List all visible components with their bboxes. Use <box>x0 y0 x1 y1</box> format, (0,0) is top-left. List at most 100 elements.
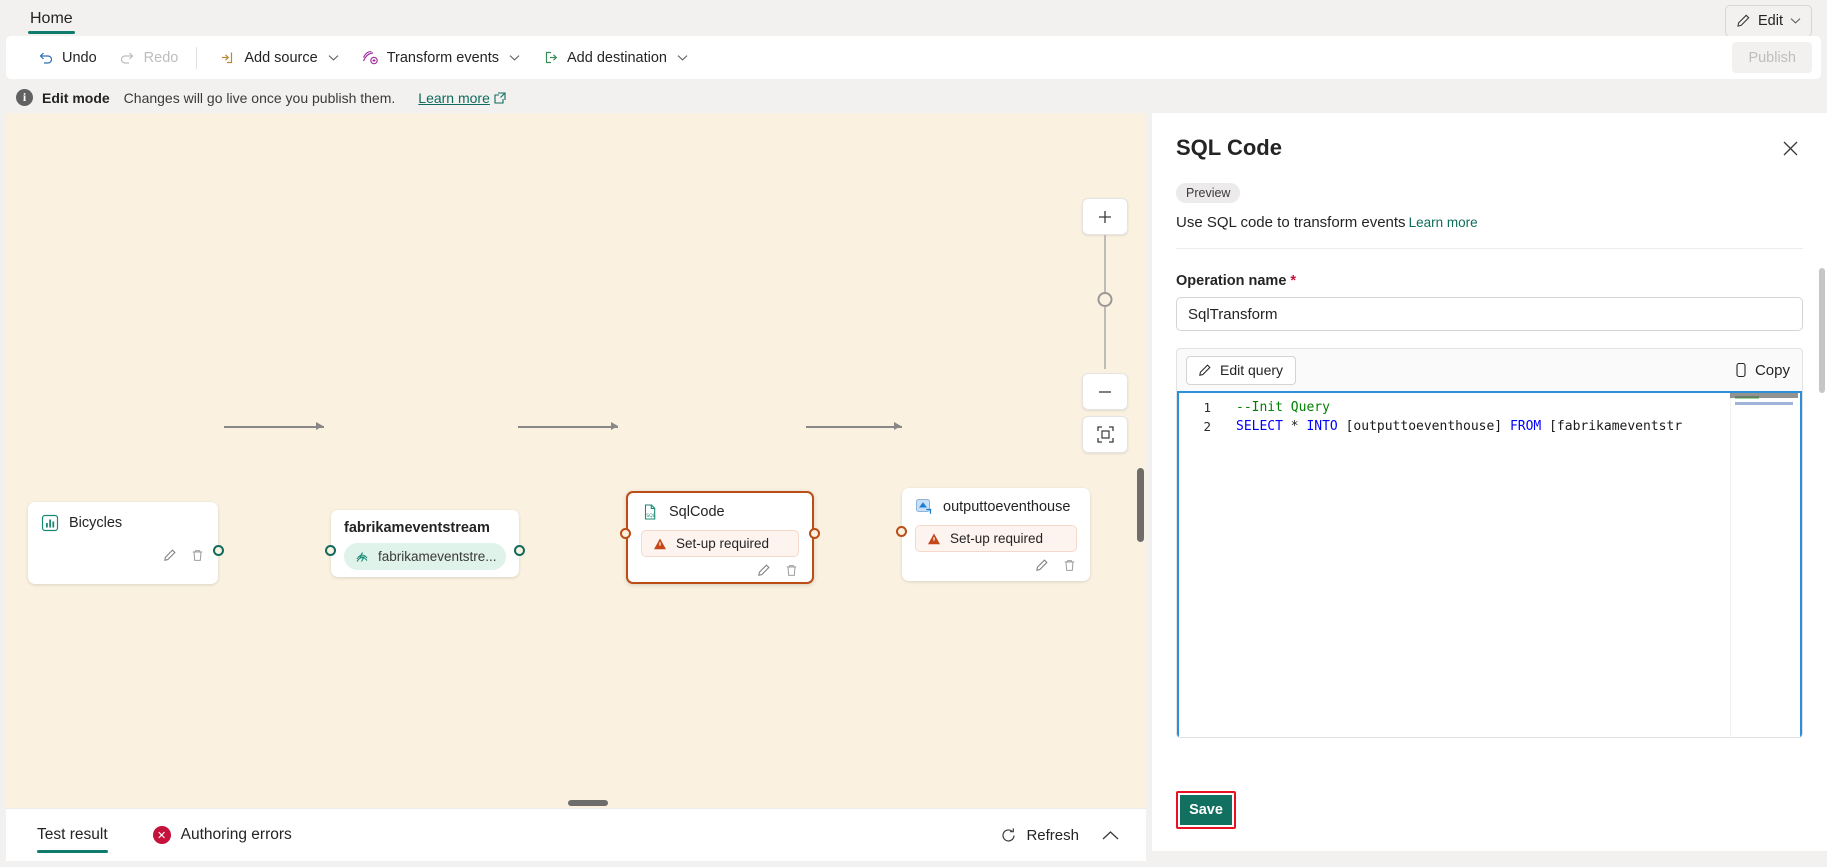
node-title-label: Bicycles <box>69 515 123 531</box>
node-badge-label: fabrikameventstre... <box>378 549 497 564</box>
command-separator <box>196 46 198 69</box>
refresh-button[interactable]: Refresh <box>1000 827 1079 844</box>
minimap-slider[interactable] <box>1730 393 1798 398</box>
undo-button[interactable]: Undo <box>28 42 106 73</box>
edge-arrow-icon <box>894 422 901 430</box>
copy-label: Copy <box>1754 361 1790 379</box>
required-marker: * <box>1290 273 1297 289</box>
zoom-slider[interactable] <box>1082 235 1128 369</box>
tab-test-result[interactable]: Test result <box>37 809 108 862</box>
fit-screen-button[interactable] <box>1082 416 1128 453</box>
operation-name-input[interactable]: SqlTransform <box>1176 297 1803 331</box>
minimap-line <box>1735 402 1793 405</box>
code-line: 1 --Init Query <box>1179 398 1800 417</box>
edit-mode-banner: i Edit mode Changes will go live once yo… <box>0 82 1827 113</box>
edit-query-button[interactable]: Edit query <box>1186 355 1297 385</box>
node-title-row: fabrikameventstream <box>331 510 519 536</box>
edit-icon[interactable] <box>162 548 177 563</box>
canvas-zoom-controls <box>1082 198 1128 453</box>
error-icon: ✕ <box>152 826 171 844</box>
external-link-icon <box>494 91 506 104</box>
node-output-port[interactable] <box>213 545 224 556</box>
chevron-down-icon <box>328 54 339 62</box>
edit-query-label: Edit query <box>1220 362 1284 378</box>
node-badge-label: Set-up required <box>676 536 770 551</box>
sql-code-editor[interactable]: 1 --Init Query 2 SELECT * INTO [outputto… <box>1177 391 1802 737</box>
svg-text:SQL: SQL <box>646 513 656 519</box>
chart-source-icon <box>41 514 59 532</box>
node-input-port[interactable] <box>620 528 631 539</box>
node-output-port[interactable] <box>514 545 525 556</box>
authoring-errors-item[interactable]: ✕ Authoring errors <box>152 826 292 844</box>
chevron-down-icon <box>677 54 688 62</box>
node-input-port[interactable] <box>325 545 336 556</box>
node-title-label: fabrikameventstream <box>344 520 490 536</box>
canvas-node-fabrikameventstream[interactable]: fabrikameventstream fabrikameventstre... <box>325 510 525 577</box>
pencil-icon <box>1735 13 1751 29</box>
eventstream-icon <box>355 550 369 564</box>
chevron-up-icon <box>1101 829 1120 842</box>
edit-icon[interactable] <box>1034 558 1049 573</box>
edge-sqlcode-to-eventhouse <box>806 426 902 428</box>
sql-editor-container: Edit query Copy 1 --Init Query 2 <box>1176 348 1803 738</box>
add-source-button[interactable]: Add source <box>210 42 347 73</box>
tab-home[interactable]: Home <box>24 6 79 36</box>
collapse-panel-button[interactable] <box>1101 829 1120 842</box>
canvas-node-outputtoeventhouse[interactable]: outputtoeventhouse Set-up required <box>896 488 1090 581</box>
node-badge-eventstream: fabrikameventstre... <box>344 543 506 570</box>
node-title-label: SqlCode <box>669 504 725 520</box>
zoom-slider-knob[interactable] <box>1097 292 1113 307</box>
banner-learn-more-link[interactable]: Learn more <box>418 90 506 106</box>
save-button-highlight: Save <box>1176 791 1236 829</box>
save-button[interactable]: Save <box>1180 795 1232 825</box>
sql-identifier: [fabrikameventstr <box>1541 419 1683 434</box>
delete-icon[interactable] <box>190 548 205 563</box>
pipeline-canvas[interactable]: Bicycles fabrikameventstream fab <box>6 113 1146 808</box>
undo-label: Undo <box>62 49 97 66</box>
node-output-port[interactable] <box>809 528 820 539</box>
zoom-in-button[interactable] <box>1082 198 1128 235</box>
node-badge-setup-required: Set-up required <box>641 530 799 557</box>
panel-learn-more-link[interactable]: Learn more <box>1408 215 1478 230</box>
preview-badge: Preview <box>1176 183 1241 203</box>
close-icon[interactable] <box>1775 133 1805 163</box>
canvas-node-sqlcode[interactable]: SQL SqlCode Set-up required <box>620 491 820 584</box>
warning-icon <box>927 532 941 546</box>
edit-icon[interactable] <box>756 563 771 578</box>
code-line: 2 SELECT * INTO [outputtoeventhouse] FRO… <box>1179 417 1800 436</box>
edge-bicycles-to-eventstream <box>224 426 324 428</box>
sql-keyword: SELECT <box>1236 419 1283 434</box>
node-title-row: Bicycles <box>28 502 218 532</box>
node-badge-label: Set-up required <box>950 531 1044 546</box>
redo-label: Redo <box>143 49 179 66</box>
edit-mode-button[interactable]: Edit <box>1725 5 1812 37</box>
chevron-down-icon <box>509 54 520 62</box>
canvas-node-bicycles[interactable]: Bicycles <box>28 502 224 584</box>
line-number: 2 <box>1203 419 1211 434</box>
delete-icon[interactable] <box>1062 558 1077 573</box>
panel-header: SQL Code Preview Use SQL code to transfo… <box>1152 113 1827 249</box>
node-actions <box>28 532 218 572</box>
copy-button[interactable]: Copy <box>1733 362 1790 379</box>
sql-code-panel: SQL Code Preview Use SQL code to transfo… <box>1152 113 1827 867</box>
canvas-horizontal-scrollbar[interactable] <box>568 800 608 806</box>
publish-button: Publish <box>1732 42 1812 73</box>
delete-icon[interactable] <box>784 563 799 578</box>
add-destination-button[interactable]: Add destination <box>533 42 697 73</box>
add-destination-icon <box>542 49 559 66</box>
publish-label: Publish <box>1748 49 1796 66</box>
editor-minimap[interactable] <box>1730 393 1798 737</box>
page-title: SQL Code <box>1176 135 1282 160</box>
canvas-vertical-scrollbar[interactable] <box>1137 468 1144 542</box>
node-title-row: outputtoeventhouse <box>902 488 1090 516</box>
redo-icon <box>119 49 136 66</box>
node-input-port[interactable] <box>896 526 907 537</box>
panel-description-text: Use SQL code to transform events <box>1176 214 1406 231</box>
panel-scrollbar[interactable] <box>1819 268 1825 393</box>
banner-title: Edit mode <box>42 89 110 106</box>
zoom-out-button[interactable] <box>1082 373 1128 410</box>
banner-message: Changes will go live once you publish th… <box>123 89 396 106</box>
transform-events-button[interactable]: Transform events <box>352 42 529 73</box>
